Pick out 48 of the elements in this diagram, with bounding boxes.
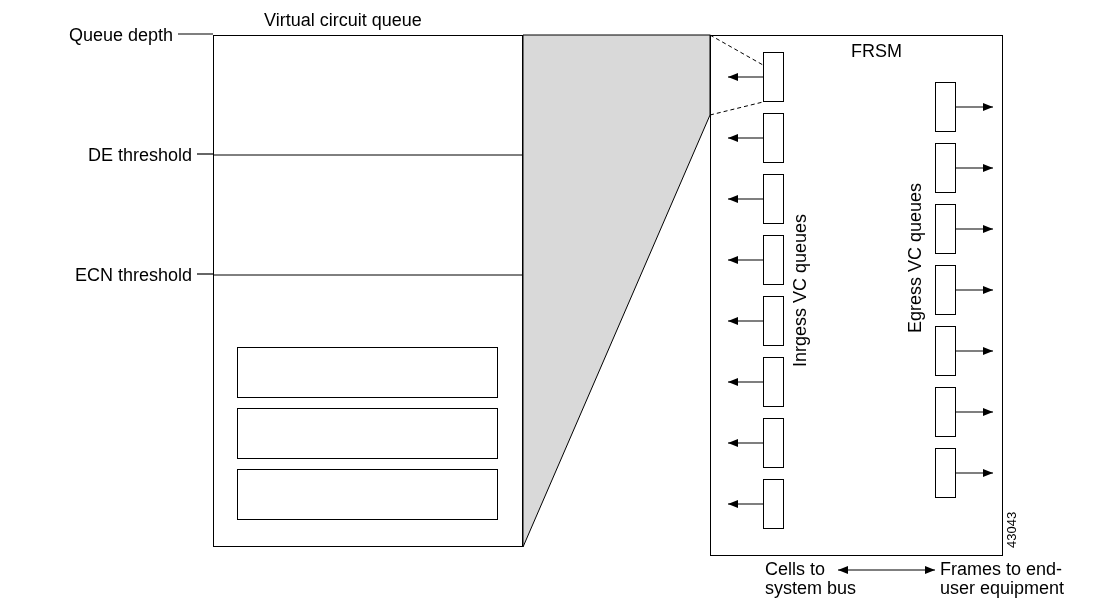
arrow (727, 439, 764, 447)
queue-slot (935, 265, 956, 315)
queue-slot (237, 408, 498, 459)
arrow (727, 500, 764, 508)
node-label: Cells to system bus (765, 560, 869, 598)
queue-slot (237, 469, 498, 520)
queue-slot (763, 113, 784, 163)
queue-slot (935, 82, 956, 132)
arrow (955, 225, 994, 233)
arrow (727, 195, 764, 203)
node-label: Queue depth (58, 24, 173, 46)
box-title: FRSM (851, 40, 902, 62)
queue-slot (763, 52, 784, 102)
arrow (727, 317, 764, 325)
leader-line (196, 273, 214, 275)
node-label: ECN threshold (72, 264, 192, 286)
arrow (955, 469, 994, 477)
arrow (727, 134, 764, 142)
figure-number: 43043 (1003, 511, 1020, 548)
box-title: Virtual circuit queue (264, 9, 422, 31)
queue-slot (935, 204, 956, 254)
leader-line (196, 153, 214, 155)
rotated-label: Egress VC queues (904, 182, 926, 333)
leader-line (177, 33, 214, 35)
node-label: DE threshold (82, 144, 192, 166)
arrow (955, 103, 994, 111)
node-label: Frames to end-user equipment (940, 560, 1090, 598)
queue-slot (237, 347, 498, 398)
queue-slot (935, 326, 956, 376)
queue-slot (763, 418, 784, 468)
queue-slot (763, 357, 784, 407)
arrow (955, 347, 994, 355)
rotated-label: Inrgess VC queues (789, 213, 811, 367)
double-arrow (837, 566, 936, 574)
queue-slot (935, 448, 956, 498)
arrow (727, 378, 764, 386)
arrow (727, 73, 764, 81)
arrow (955, 286, 994, 294)
arrow (955, 408, 994, 416)
queue-slot (763, 479, 784, 529)
arrow (727, 256, 764, 264)
queue-slot (763, 296, 784, 346)
queue-slot (763, 174, 784, 224)
arrow (955, 164, 994, 172)
module-box (710, 35, 1003, 556)
queue-slot (763, 235, 784, 285)
queue-slot (935, 143, 956, 193)
queue-slot (935, 387, 956, 437)
